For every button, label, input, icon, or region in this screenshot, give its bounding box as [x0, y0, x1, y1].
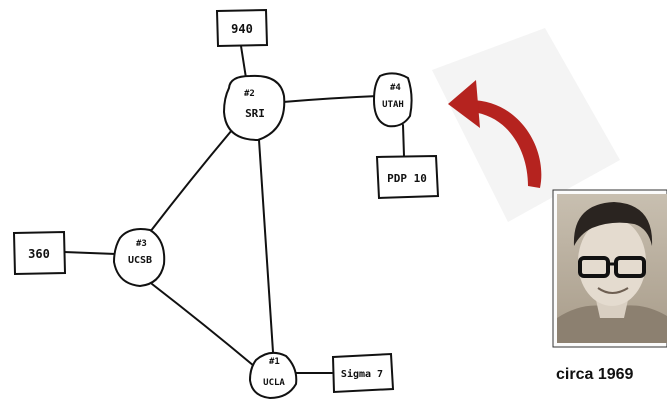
node-number-sri: #2 [244, 89, 255, 99]
host-label-360: 360 [28, 247, 50, 261]
node-number-ucla: #1 [269, 357, 280, 367]
node-number-utah: #4 [390, 83, 401, 93]
link-utah-pdp10 [402, 124, 405, 157]
host-label-sigma7: Sigma 7 [341, 368, 383, 380]
host-label-940: 940 [231, 22, 253, 36]
node-blob-ucla [248, 351, 298, 400]
link-sri-ucsb [149, 129, 233, 233]
node-name-ucsb: UCSB [128, 255, 152, 266]
node-number-ucsb: #3 [136, 239, 147, 249]
link-ucsb-ucla [151, 283, 255, 367]
node-name-sri: SRI [245, 107, 265, 120]
red-curved-arrow-icon [448, 80, 542, 188]
network-links [63, 45, 405, 374]
portrait-photo [552, 189, 667, 348]
host-box-sigma7 [331, 352, 395, 394]
node-blob-ucsb [112, 228, 166, 288]
host-boxes [12, 8, 440, 394]
host-box-pdp10 [375, 154, 440, 200]
imp-nodes [112, 72, 413, 400]
node-name-ucla: UCLA [263, 378, 285, 388]
host-label-pdp10: PDP 10 [387, 172, 427, 185]
link-360-ucsb [63, 251, 117, 255]
photo-caption: circa 1969 [556, 366, 634, 383]
link-sri-ucla [258, 139, 274, 353]
node-blob-utah [372, 72, 413, 128]
paper-fragment [432, 28, 620, 222]
link-sri-utah [282, 95, 379, 103]
node-blob-sri [222, 74, 286, 142]
link-940-sri [240, 45, 247, 79]
node-name-utah: UTAH [382, 100, 404, 110]
host-box-360 [12, 230, 67, 276]
host-box-940 [215, 8, 269, 48]
